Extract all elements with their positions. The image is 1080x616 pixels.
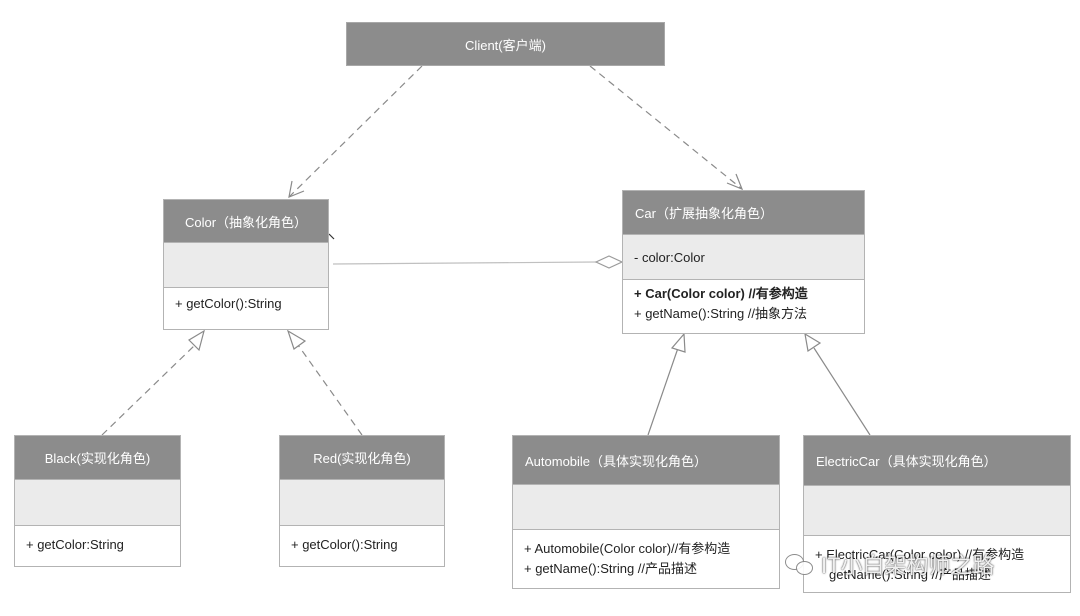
car-class-operations: + Car(Color color) //有参构造 + getName():St… [623,280,864,324]
tick-mark [328,233,335,240]
realization-arrowhead [286,329,307,350]
car-class-attributes: - color:Color [623,235,864,280]
electriccar-class-box[interactable]: ElectricCar（具体实现化角色） + ElectricCar(Color… [803,435,1071,593]
operation-item: + Car(Color color) //有参构造 [634,286,808,301]
realization-black-color [101,343,197,436]
operation-item: + ElectricCar(Color color) //有参构造 [815,547,1025,562]
electriccar-class-attributes [804,486,1070,536]
realization-arrowhead [188,329,205,352]
inheritance-arrowhead [670,332,686,353]
watermark: IT小白架构师之路 [785,548,995,580]
aggregation-diamond [594,255,624,269]
car-class-box[interactable]: Car（扩展抽象化角色） - color:Color + Car(Color c… [622,190,865,334]
operation-item: + getColor():String [291,537,398,552]
operation-item: getName():String //产品描述 [829,567,991,582]
realization-red-color [297,344,363,436]
automobile-class-attributes [513,485,779,530]
black-class-attributes [15,480,180,526]
inheritance-electriccar-car [813,347,871,436]
dependency-client-color [288,65,423,198]
operation-item: + getName():String //产品描述 [524,561,698,576]
red-class-header: Red(实现化角色) [280,436,444,480]
operation-item: + getName():String //抽象方法 [634,306,808,321]
red-class-box[interactable]: Red(实现化角色) + getColor():String [279,435,445,567]
car-class-title: Car（扩展抽象化角色） [635,206,773,221]
client-box[interactable]: Client(客户端) [346,22,665,66]
automobile-class-title: Automobile（具体实现化角色） [525,453,708,469]
car-class-header: Car（扩展抽象化角色） [623,191,864,235]
black-class-box[interactable]: Black(实现化角色) + getColor:String [14,435,181,567]
watermark-text: IT小白架构师之路 [821,553,995,578]
red-class-title: Red(实现化角色) [313,451,411,466]
black-class-operations: + getColor:String [15,526,180,555]
color-class-attributes [164,243,328,288]
operation-item: + getColor:String [26,537,124,552]
automobile-class-box[interactable]: Automobile（具体实现化角色） + Automobile(Color c… [512,435,780,589]
color-class-header: Color（抽象化角色） [164,200,328,243]
black-class-header: Black(实现化角色) [15,436,180,480]
red-class-attributes [280,480,444,526]
inheritance-automobile-car [647,347,679,436]
black-class-title: Black(实现化角色) [44,451,151,466]
electriccar-class-header: ElectricCar（具体实现化角色） [804,436,1070,486]
operation-item: + Automobile(Color color)//有参构造 [524,541,731,556]
inheritance-arrowhead [804,332,822,353]
operation-item: + getColor():String [175,296,282,311]
dependency-arrowhead [726,173,744,191]
electriccar-class-operations: + ElectricCar(Color color) //有参构造 getNam… [804,536,1070,585]
color-class-title: Color（抽象化角色） [184,214,308,230]
aggregation-car-color [332,261,597,265]
automobile-class-operations: + Automobile(Color color)//有参构造 + getNam… [513,530,779,579]
wechat-icon [785,552,815,576]
dependency-client-car [589,65,743,190]
dependency-arrowhead [288,180,305,198]
color-class-operations: + getColor():String [164,288,328,314]
electriccar-class-title: ElectricCar（具体实现化角色） [816,454,997,469]
color-class-box[interactable]: Color（抽象化角色） + getColor():String [163,199,329,330]
red-class-operations: + getColor():String [280,526,444,555]
automobile-class-header: Automobile（具体实现化角色） [513,436,779,485]
client-title: Client(客户端) [465,37,546,53]
